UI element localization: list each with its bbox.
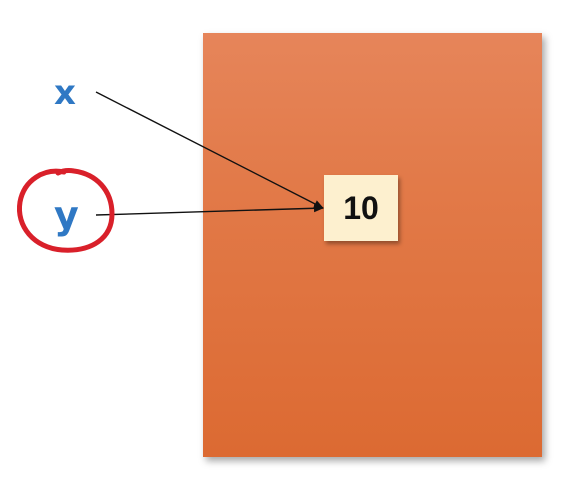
arrow-x-to-value xyxy=(95,91,324,209)
highlight-circle xyxy=(16,168,115,253)
arrow-y-to-value xyxy=(95,204,324,216)
variable-y-label: y xyxy=(54,193,79,237)
value-box: 10 xyxy=(324,175,398,241)
variable-x-label: x xyxy=(54,73,76,113)
memory-block xyxy=(203,33,542,457)
value-text: 10 xyxy=(343,189,379,226)
